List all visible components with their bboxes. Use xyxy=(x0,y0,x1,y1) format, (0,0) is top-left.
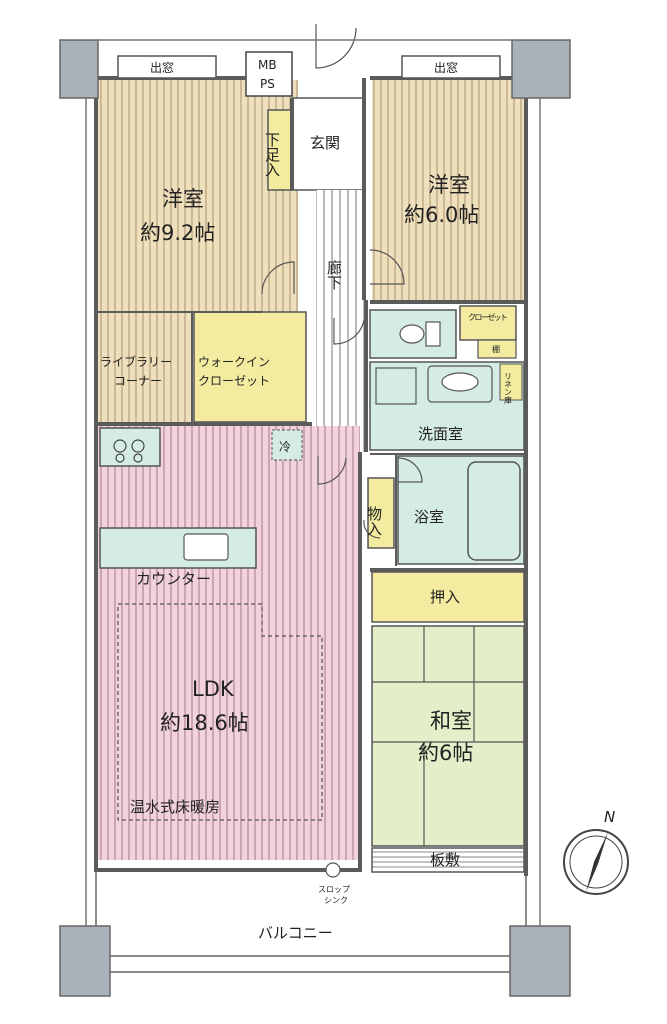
outer-lines xyxy=(85,39,541,926)
storage-label: 物入 xyxy=(365,506,383,536)
counter-top xyxy=(99,527,257,569)
floor-heating-area xyxy=(117,603,323,821)
ldk-size: 約18.6帖 xyxy=(160,711,249,735)
western-room-2-floor xyxy=(372,80,524,302)
oshiire-label: 押入 xyxy=(430,588,460,606)
counter-sink xyxy=(183,533,229,561)
shelf-box xyxy=(477,339,517,359)
japanese-room-floor xyxy=(371,625,525,847)
itajiki-floor xyxy=(371,847,525,873)
fridge-label: 冷 xyxy=(279,440,291,454)
compass-north-label: N xyxy=(604,808,615,826)
shoe-closet xyxy=(267,109,293,191)
counter-label: カウンター xyxy=(136,570,211,588)
partitions xyxy=(98,311,526,566)
closet-small-label: クローゼット xyxy=(468,312,508,322)
entrance-label: 玄関 xyxy=(310,134,340,152)
floor-heating-label: 温水式床暖房 xyxy=(130,798,220,816)
mb-ps-box xyxy=(245,51,293,97)
library-label-2: コーナー xyxy=(114,374,162,388)
toilet xyxy=(399,321,441,347)
columns xyxy=(59,39,571,997)
balcony xyxy=(95,870,527,973)
linen-closet xyxy=(499,363,523,401)
door-swings xyxy=(261,24,423,539)
fridge-space xyxy=(271,429,303,461)
bathroom-label: 浴室 xyxy=(414,508,444,526)
linen-label: リネン庫 xyxy=(504,372,513,405)
western-room-2-size: 約6.0帖 xyxy=(404,203,479,227)
slop-sink-label-2: シンク xyxy=(324,896,348,905)
stove-burners xyxy=(113,439,145,463)
ldk-floor xyxy=(98,426,360,860)
washing-machine xyxy=(375,367,417,405)
shoe-closet-label: 下足入 xyxy=(263,132,281,177)
bay-window-left xyxy=(117,55,217,79)
bathtub xyxy=(467,461,521,561)
bay-window-right-label: 出窓 xyxy=(434,60,458,75)
japanese-room-label: 和室 xyxy=(430,709,472,733)
kitchen-stove xyxy=(99,427,161,467)
western-room-1-size: 約9.2帖 xyxy=(140,221,215,245)
western-room-1-label: 洋室 xyxy=(162,187,204,211)
balcony-label: バルコニー xyxy=(258,924,333,942)
itajiki-label: 板敷 xyxy=(430,851,460,869)
walkin-label-2: クローゼット xyxy=(198,374,270,388)
washbasin xyxy=(427,365,493,403)
library-label-1: ライブラリー xyxy=(100,354,172,369)
bay-window-left-label: 出窓 xyxy=(150,60,174,75)
mb-label: MB xyxy=(258,58,277,72)
slop-sink xyxy=(325,862,341,878)
ps-label: PS xyxy=(260,77,275,91)
ldk-label: LDK xyxy=(192,677,235,701)
slop-sink-label-1: スロップ xyxy=(318,885,350,894)
western-room-2-label: 洋室 xyxy=(428,173,470,197)
shelf-label: 棚 xyxy=(492,344,500,354)
bay-window-right xyxy=(401,55,501,79)
hallway-floor xyxy=(316,190,366,452)
closet-small xyxy=(459,305,517,341)
compass-icon xyxy=(563,829,629,895)
tatami-lines xyxy=(372,626,524,846)
library-corner-floor xyxy=(98,312,192,422)
hallway-label: 廊下 xyxy=(325,260,343,290)
walkin-label-1: ウォークイン xyxy=(198,355,270,369)
washroom-label: 洗面室 xyxy=(418,425,463,443)
japanese-room-size: 約6帖 xyxy=(418,741,473,765)
